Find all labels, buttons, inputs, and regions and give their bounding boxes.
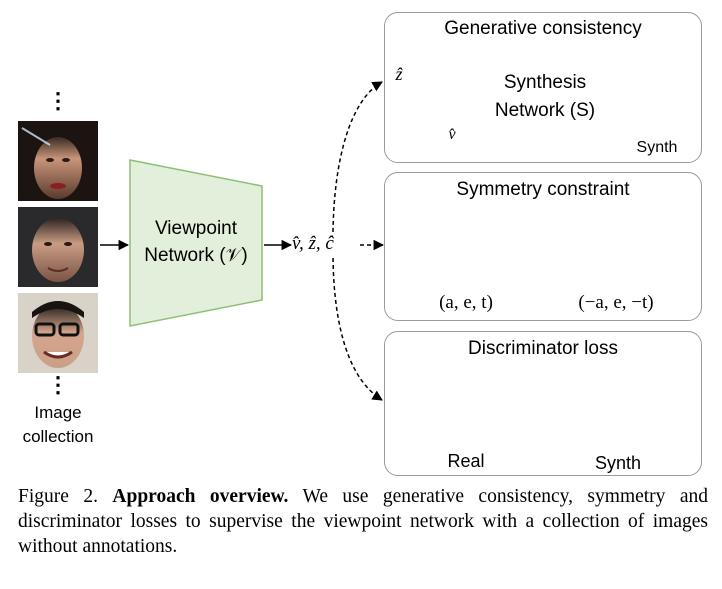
symmetry-right-label: (−a, e, −t): [578, 292, 654, 313]
v-hat-label: v̂: [448, 126, 456, 143]
discriminator-real-label: Real: [447, 451, 485, 471]
discriminator-loss-panel: Discriminator loss: [384, 331, 702, 476]
dots-top: ⋮: [47, 88, 69, 113]
symmetry-constraint-title: Symmetry constraint: [456, 179, 630, 200]
viewpoint-network-label-line1: Viewpoint: [154, 218, 238, 239]
synthesis-network-label-line1: Synthesis: [503, 72, 587, 93]
caption-figure-number: Figure 2.: [18, 486, 98, 507]
viewpoint-network-label-line2: Network (𝒱): [144, 245, 248, 266]
discriminator-loss-title: Discriminator loss: [468, 338, 618, 359]
generative-consistency-title: Generative consistency: [444, 18, 642, 39]
z-hat-label: ẑ: [395, 64, 403, 84]
generative-consistency-panel: Generative consistency: [384, 12, 702, 163]
dots-bottom: ⋮: [47, 372, 69, 397]
generative-synth-label: Synth: [636, 139, 678, 156]
symmetry-left-label: (a, e, t): [439, 292, 493, 313]
image-collection-label-line2: collection: [22, 427, 94, 446]
dashed-arrow-generative: [332, 81, 383, 233]
input-face-1: [18, 121, 98, 201]
symmetry-constraint-panel: Symmetry constraint: [384, 172, 702, 321]
caption-bold-title: Approach overview.: [112, 486, 289, 507]
input-face-2: [18, 207, 98, 287]
synthesis-network-label-line2: Network (S): [494, 100, 596, 121]
input-face-3: [18, 293, 98, 373]
figure-caption: Figure 2. Approach overview. We use gene…: [18, 484, 708, 559]
caption-text: We use generative consistency, symmetry …: [18, 486, 708, 557]
dashed-arrow-discriminator: [332, 257, 383, 401]
discriminator-synth-label: Synth: [594, 453, 642, 473]
image-collection-label-line1: Image: [34, 403, 82, 422]
outputs-label: v̂, ẑ, ĉ: [292, 233, 334, 254]
viewpoint-network-shape: [129, 159, 263, 327]
